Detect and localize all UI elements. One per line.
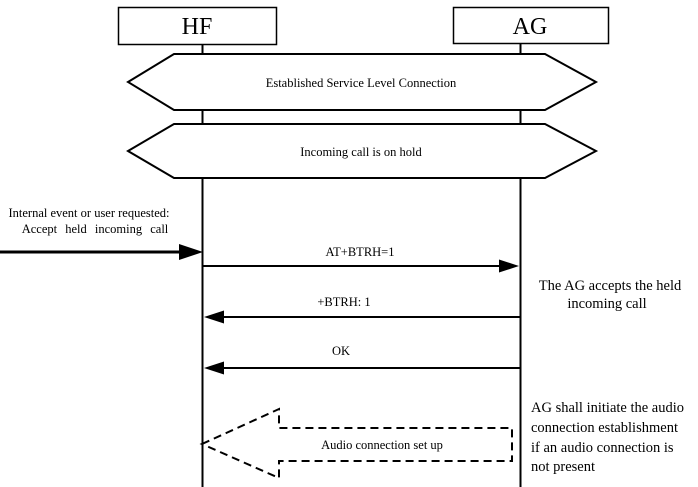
annotation-audio-line2: connection establishment [531,420,678,436]
banner-slc: Established Service Level Connection [126,53,599,111]
message-ok-label: OK [332,344,350,358]
external-event-text-line1: Internal event or user requested: [8,206,169,220]
arrowhead-right-icon [499,259,519,273]
message-btrh-response: +BTRH: 1 [204,295,520,324]
message-at-btrh-label: AT+BTRH=1 [326,245,395,259]
annotation-ag-accepts-line1: The AG accepts the held [539,278,682,294]
audio-connection-arrow-shape [199,407,513,480]
hf-label: HF [182,14,213,40]
annotation-audio-line4: not present [531,459,595,475]
actor-hf: HF [117,6,278,46]
annotation-audio-establishment: AG shall initiate the audio connection e… [531,400,684,475]
ag-label: AG [513,14,548,40]
banner-call-on-hold: Incoming call is on hold [126,123,599,179]
message-ok: OK [204,344,520,375]
message-btrh-response-label: +BTRH: 1 [317,295,370,309]
banner-call-on-hold-label: Incoming call is on hold [300,145,422,159]
ag-box [452,6,610,45]
arrowhead-right-icon [179,244,203,260]
audio-connection-arrow: Audio connection set up [199,407,513,480]
annotation-ag-accepts-line2: incoming call [567,296,646,312]
annotation-audio-line3: if an audio connection is [531,440,674,456]
hf-box [117,6,278,46]
message-at-btrh: AT+BTRH=1 [203,245,519,273]
arrowhead-left-icon [204,310,224,324]
banner-call-on-hold-shape [126,123,599,179]
annotation-audio-line1: AG shall initiate the audio [531,400,684,416]
audio-connection-label: Audio connection set up [321,438,443,452]
external-event-text-line2: Accept held incoming call [22,222,169,236]
arrowhead-left-icon [204,361,224,375]
annotation-ag-accepts: The AG accepts the held incoming call [539,278,682,312]
actor-ag: AG [452,6,610,45]
external-event: Internal event or user requested: Accept… [0,206,203,260]
banner-slc-label: Established Service Level Connection [266,76,457,90]
banner-slc-shape [126,53,599,111]
